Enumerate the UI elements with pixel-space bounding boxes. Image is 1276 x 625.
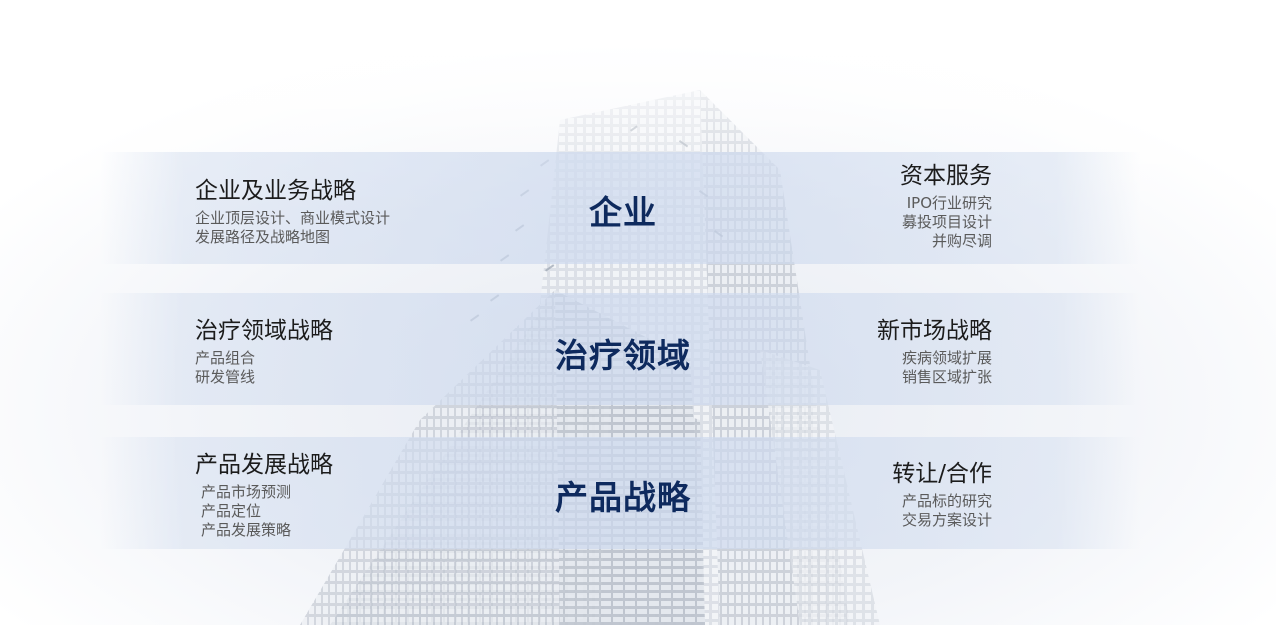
service-item: 产品定位: [201, 502, 262, 520]
service-block-product-development: 产品发展战略 产品市场预测 产品定位 产品发展策略: [195, 451, 333, 540]
service-title: 新市场战略: [877, 318, 992, 344]
service-block-new-market: 新市场战略 疾病领域扩展 销售区域扩张: [877, 317, 992, 387]
service-block-licensing: 转让/合作 产品标的研究 交易方案设计: [892, 460, 992, 530]
center-title-therapeutic-area: 治疗领域: [555, 336, 691, 375]
row-band-therapeutic-area: [100, 293, 1140, 405]
service-item: 疾病领域扩展: [901, 349, 992, 367]
service-item: 发展路径及战略地图: [195, 228, 331, 246]
service-item: 产品标的研究: [901, 492, 992, 510]
center-title-enterprise: 企业: [589, 193, 657, 232]
service-item: 产品发展策略: [201, 521, 292, 539]
service-title: 产品发展战略: [195, 452, 333, 478]
center-title-product-strategy: 产品战略: [555, 478, 691, 517]
service-title: 转让/合作: [892, 461, 992, 487]
service-block-capital-services: 资本服务 IPO行业研究 募投项目设计 并购尽调: [900, 162, 992, 251]
service-item: 企业顶层设计、商业模式设计: [195, 209, 391, 227]
service-item: IPO行业研究: [906, 194, 992, 212]
service-item: 研发管线: [195, 368, 256, 386]
service-item: 销售区域扩张: [901, 368, 992, 386]
service-title: 资本服务: [900, 163, 992, 189]
row-band-product-strategy: [100, 437, 1140, 549]
row-band-enterprise: [100, 152, 1140, 264]
service-title: 治疗领域战略: [195, 318, 333, 344]
service-item: 产品市场预测: [201, 483, 292, 501]
service-item: 产品组合: [195, 349, 256, 367]
service-block-corporate-strategy: 企业及业务战略 企业顶层设计、商业模式设计 发展路径及战略地图: [195, 177, 390, 247]
service-item: 交易方案设计: [901, 511, 992, 529]
service-item: 募投项目设计: [901, 213, 992, 231]
service-title: 企业及业务战略: [195, 178, 356, 204]
service-item: 并购尽调: [931, 232, 992, 250]
service-block-therapeutic-strategy: 治疗领域战略 产品组合 研发管线: [195, 317, 333, 387]
